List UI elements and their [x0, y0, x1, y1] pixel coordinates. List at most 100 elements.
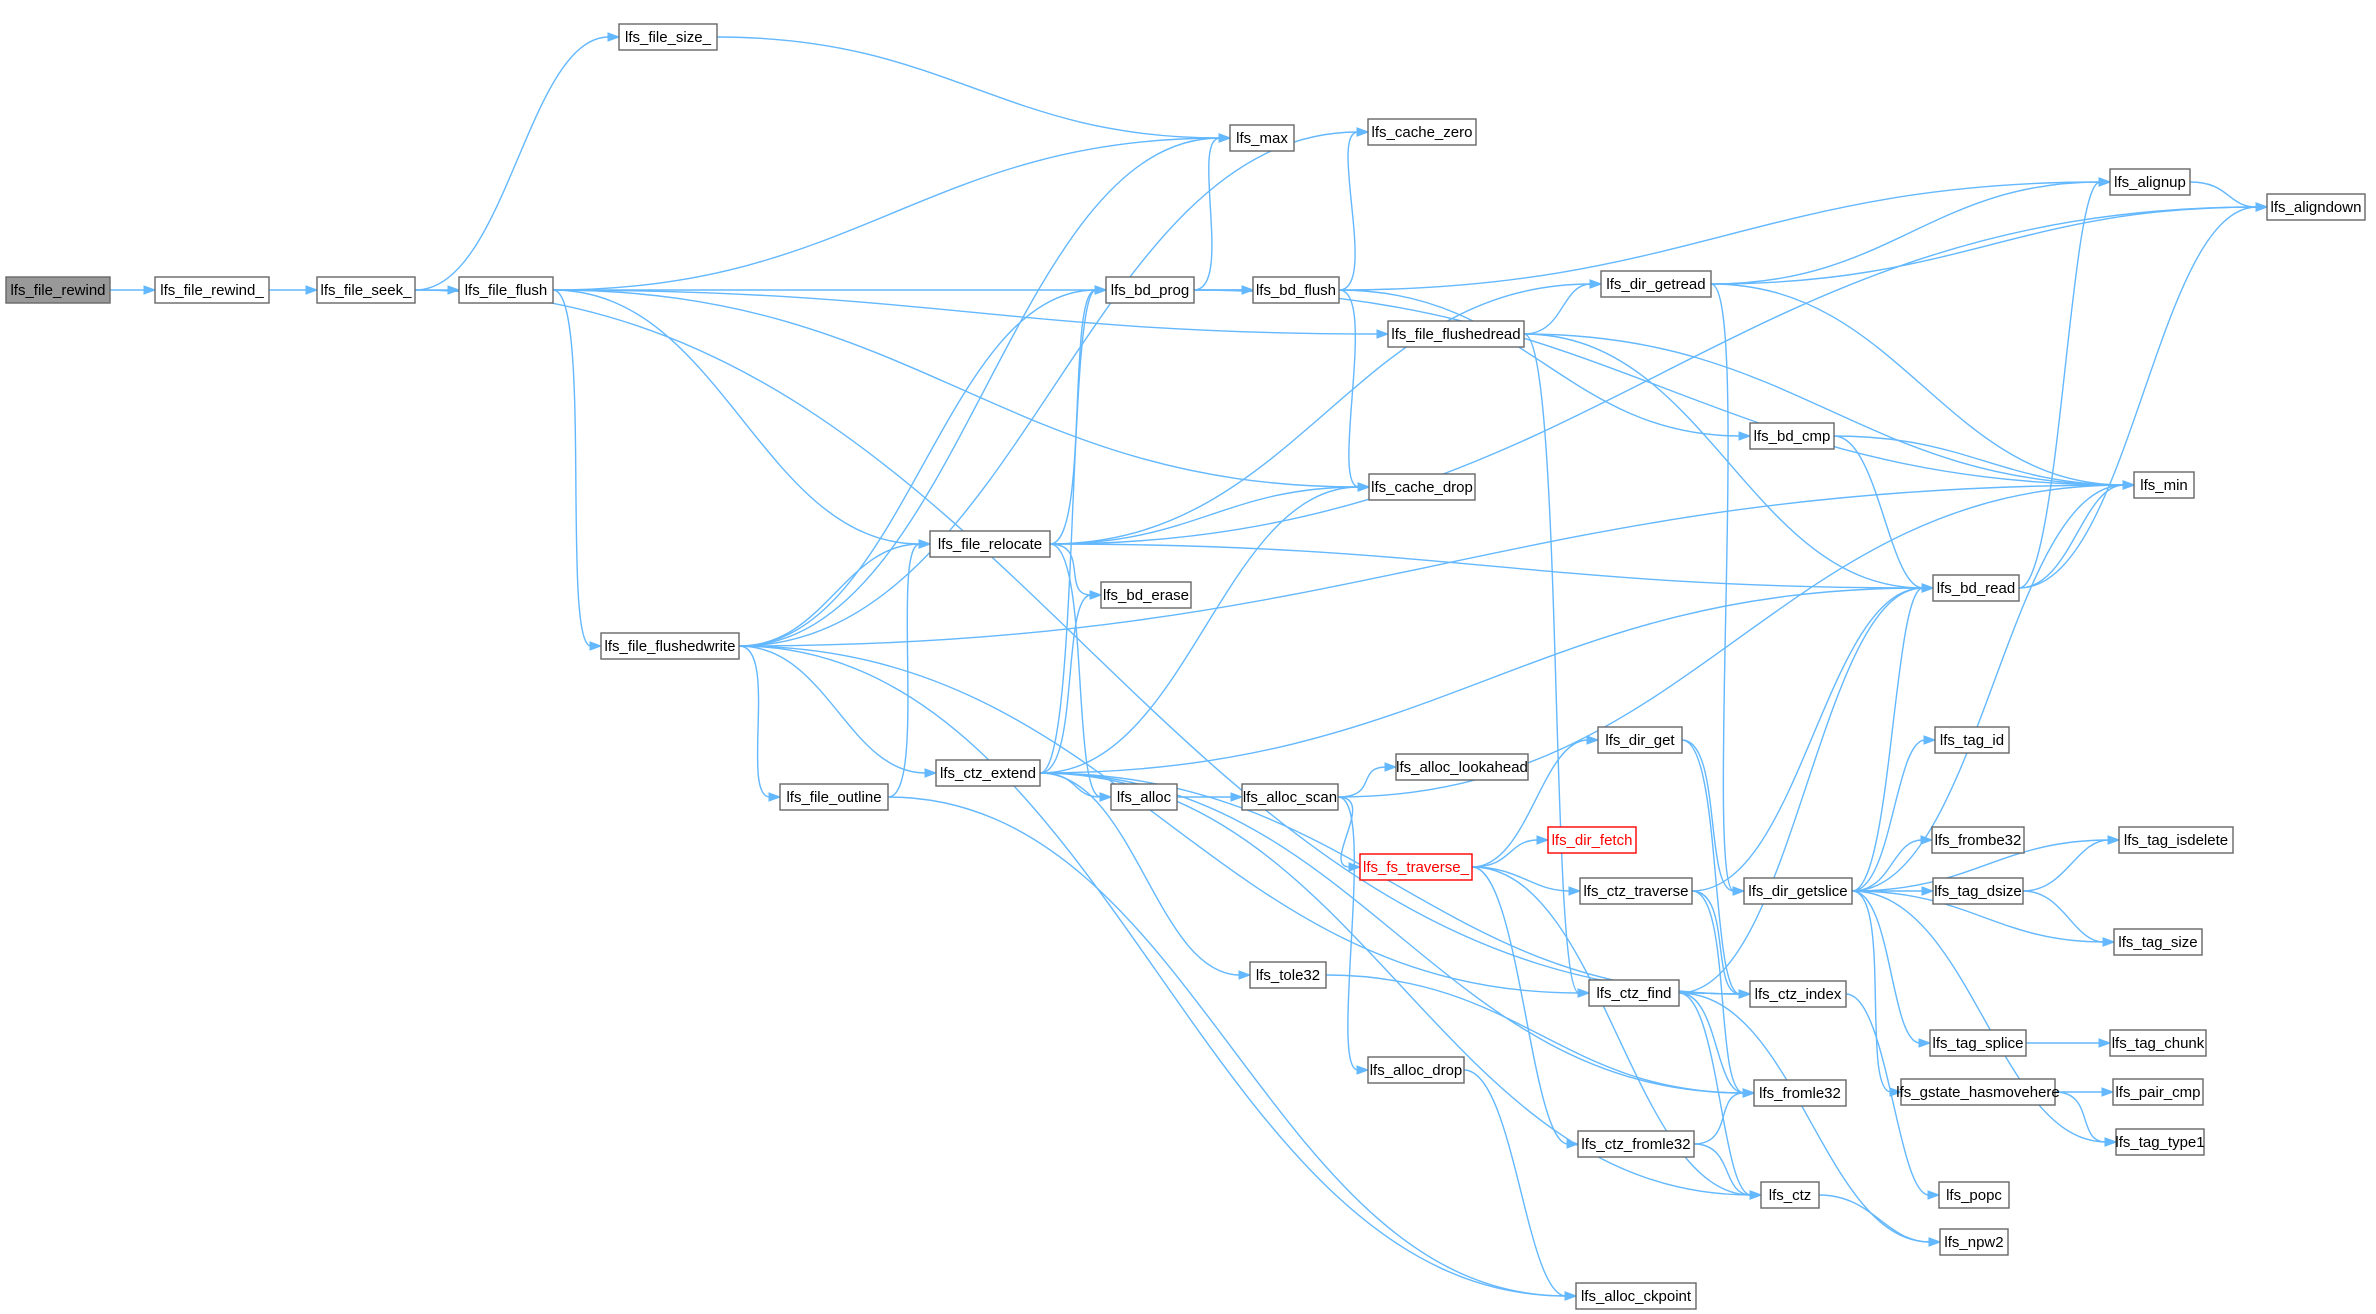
edge-line: [1049, 543, 1924, 589]
node-lfs_file_rewind[interactable]: lfs_file_rewind: [5, 276, 111, 304]
node-lfs_file_outline[interactable]: lfs_file_outline: [779, 783, 889, 811]
node-lfs_tag_size[interactable]: lfs_tag_size: [2113, 928, 2203, 956]
node-lfs_ctz[interactable]: lfs_ctz: [1760, 1181, 1820, 1209]
node-lfs_dir_getread[interactable]: lfs_dir_getread: [1600, 270, 1712, 298]
node-lfs_ctz_find[interactable]: lfs_ctz_find: [1588, 979, 1680, 1007]
node-lfs_tole32[interactable]: lfs_tole32: [1249, 961, 1327, 989]
edge-lfs_ctz_extend-to-lfs_tole32: [1039, 772, 1252, 980]
node-label: lfs_tag_chunk: [2112, 1035, 2205, 1052]
node-lfs_alloc_lookahead[interactable]: lfs_alloc_lookahead: [1395, 753, 1529, 781]
edge-line: [1463, 1069, 1567, 1297]
node-label: lfs_frombe32: [1935, 832, 2022, 849]
node-lfs_alloc_drop[interactable]: lfs_alloc_drop: [1367, 1056, 1465, 1084]
edge-lfs_dir_getslice-to-lfs_min: [1851, 480, 2136, 892]
edge-line: [1039, 289, 1097, 774]
node-lfs_tag_isdelete[interactable]: lfs_tag_isdelete: [2118, 826, 2234, 854]
edge-arrowhead: [2255, 202, 2269, 212]
node-lfs_file_flushedwrite[interactable]: lfs_file_flushedwrite: [600, 632, 740, 660]
node-label: lfs_min: [2140, 477, 2188, 494]
edge-arrowhead: [1738, 989, 1752, 999]
node-lfs_file_seek_[interactable]: lfs_file_seek_: [316, 276, 416, 304]
node-lfs_tag_splice[interactable]: lfs_tag_splice: [1929, 1029, 2027, 1057]
node-label: lfs_cache_zero: [1372, 124, 1473, 141]
node-label: lfs_npw2: [1944, 1234, 2003, 1251]
node-lfs_pair_cmp[interactable]: lfs_pair_cmp: [2112, 1078, 2204, 1106]
node-lfs_tag_type1[interactable]: lfs_tag_type1: [2115, 1128, 2205, 1156]
edge-lfs_ctz_traverse-to-lfs_bd_read: [1691, 583, 1935, 892]
edge-lfs_dir_getread-to-lfs_aligndown: [1710, 202, 2269, 285]
node-lfs_file_relocate[interactable]: lfs_file_relocate: [929, 530, 1051, 558]
node-lfs_alloc_scan[interactable]: lfs_alloc_scan: [1241, 783, 1339, 811]
node-lfs_gstate_hasmovehere[interactable]: lfs_gstate_hasmovehere: [1896, 1078, 2060, 1106]
edge-arrowhead: [918, 539, 932, 549]
node-lfs_max[interactable]: lfs_max: [1229, 124, 1295, 152]
edge-line: [1337, 796, 1359, 1071]
edge-lfs_fs_traverse_-to-lfs_ctz_traverse: [1471, 866, 1582, 896]
node-lfs_bd_read[interactable]: lfs_bd_read: [1932, 574, 2020, 602]
node-lfs_file_flushedread[interactable]: lfs_file_flushedread: [1387, 320, 1525, 348]
edge-arrowhead: [1241, 285, 1255, 295]
node-lfs_alloc[interactable]: lfs_alloc: [1110, 783, 1178, 811]
edge-lfs_ctz_extend-to-lfs_cache_drop: [1039, 482, 1371, 774]
edge-arrowhead: [1589, 279, 1603, 289]
node-label: lfs_dir_fetch: [1552, 832, 1633, 849]
node-lfs_alloc_ckpoint[interactable]: lfs_alloc_ckpoint: [1575, 1282, 1697, 1310]
node-lfs_ctz_fromle32[interactable]: lfs_ctz_fromle32: [1577, 1130, 1695, 1158]
node-lfs_frombe32[interactable]: lfs_frombe32: [1931, 826, 2025, 854]
node-lfs_alignup[interactable]: lfs_alignup: [2109, 168, 2191, 196]
edge-arrowhead: [1094, 285, 1108, 295]
node-box: [1749, 422, 1835, 450]
edge-lfs_file_flushedwrite-to-lfs_max: [738, 133, 1232, 647]
edge-lfs_ctz-to-lfs_npw2: [1818, 1194, 1942, 1247]
edge-line: [1710, 283, 2125, 486]
edge-lfs_file_flush-to-lfs_file_flushedwrite: [552, 289, 603, 651]
node-lfs_dir_fetch[interactable]: lfs_dir_fetch: [1547, 826, 1637, 854]
node-lfs_npw2[interactable]: lfs_npw2: [1939, 1228, 2009, 1256]
edge-arrowhead: [1376, 329, 1390, 339]
edge-line: [1851, 890, 2105, 943]
node-lfs_min[interactable]: lfs_min: [2133, 471, 2195, 499]
node-box: [1100, 581, 1192, 609]
node-lfs_file_flush[interactable]: lfs_file_flush: [458, 276, 554, 304]
node-lfs_bd_erase[interactable]: lfs_bd_erase: [1100, 581, 1192, 609]
node-label: lfs_dir_getread: [1606, 276, 1705, 293]
node-label: lfs_file_rewind_: [160, 282, 264, 299]
node-lfs_file_rewind_[interactable]: lfs_file_rewind_: [154, 276, 270, 304]
node-lfs_ctz_traverse[interactable]: lfs_ctz_traverse: [1579, 877, 1693, 905]
node-lfs_cache_zero[interactable]: lfs_cache_zero: [1367, 118, 1477, 146]
node-lfs_tag_id[interactable]: lfs_tag_id: [1934, 726, 2010, 754]
node-lfs_popc[interactable]: lfs_popc: [1938, 1181, 2010, 1209]
node-label: lfs_bd_prog: [1111, 282, 1189, 299]
node-lfs_fromle32[interactable]: lfs_fromle32: [1753, 1079, 1847, 1107]
edge-lfs_file_flush-to-lfs_cache_drop: [552, 289, 1371, 492]
edge-lfs_fs_traverse_-to-lfs_ctz_fromle32: [1471, 866, 1580, 1149]
edge-arrowhead: [2104, 1137, 2118, 1147]
edge-arrowhead: [1927, 1190, 1941, 1200]
node-lfs_dir_getslice[interactable]: lfs_dir_getslice: [1743, 877, 1853, 905]
edge-arrowhead: [1357, 482, 1371, 492]
node-lfs_bd_prog[interactable]: lfs_bd_prog: [1105, 276, 1195, 304]
node-lfs_ctz_index[interactable]: lfs_ctz_index: [1749, 980, 1847, 1008]
edge-arrowhead: [1586, 735, 1600, 745]
node-lfs_tag_chunk[interactable]: lfs_tag_chunk: [2109, 1029, 2207, 1057]
node-lfs_tag_dsize[interactable]: lfs_tag_dsize: [1932, 877, 2024, 905]
node-label: lfs_aligndown: [2271, 199, 2362, 216]
edge-line: [1471, 839, 1539, 868]
edge-line: [887, 543, 921, 798]
edge-lfs_dir_getread-to-lfs_dir_getslice: [1710, 283, 1746, 896]
edge-lfs_ctz_extend-to-lfs_bd_prog: [1039, 285, 1108, 774]
node-lfs_aligndown[interactable]: lfs_aligndown: [2266, 193, 2366, 221]
edge-lfs_dir_getslice-to-lfs_tag_splice: [1851, 890, 1932, 1048]
node-lfs_bd_flush[interactable]: lfs_bd_flush: [1252, 276, 1340, 304]
node-lfs_bd_cmp[interactable]: lfs_bd_cmp: [1749, 422, 1835, 450]
node-box: [1359, 853, 1473, 881]
node-lfs_fs_traverse_[interactable]: lfs_fs_traverse_: [1359, 853, 1473, 881]
node-lfs_ctz_extend[interactable]: lfs_ctz_extend: [935, 759, 1041, 787]
node-lfs_dir_get[interactable]: lfs_dir_get: [1597, 726, 1683, 754]
node-lfs_file_size_[interactable]: lfs_file_size_: [618, 23, 718, 51]
node-lfs_cache_drop[interactable]: lfs_cache_drop: [1368, 473, 1476, 501]
edge-lfs_file_rewind-to-lfs_file_rewind_: [110, 285, 157, 295]
edge-line: [1678, 992, 1752, 1196]
edge-lfs_file_size_-to-lfs_max: [716, 36, 1232, 143]
edge-arrowhead: [589, 641, 603, 651]
